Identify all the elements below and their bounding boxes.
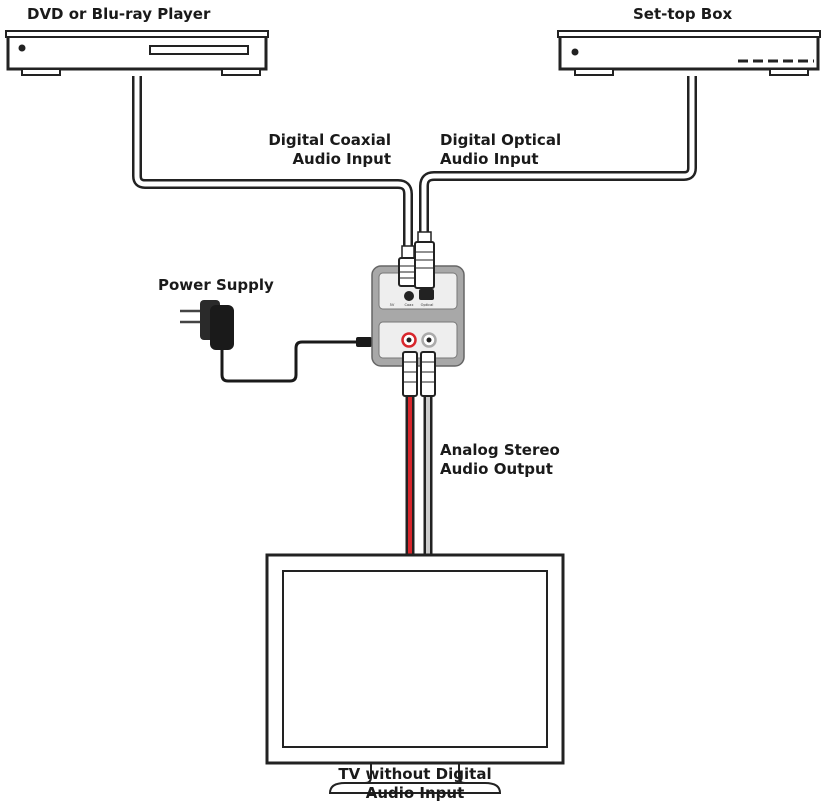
coaxial-input-label: Digital Coaxial Audio Input [248,131,391,169]
coax-plug [398,245,418,287]
settop-power-led-icon [571,48,579,56]
analog-output-label-line2: Audio Output [440,460,553,478]
optical-input-label-line2: Audio Input [440,150,539,168]
tv-label-line1: TV without Digital [338,765,492,783]
coaxial-input-label-line2: Audio Input [292,150,391,168]
settop-box-label: Set-top Box [633,5,733,23]
optical-jack-icon [419,289,434,300]
optical-plug [414,231,435,289]
dvd-power-led-icon [18,44,26,52]
power-supply-adapter [180,300,372,383]
dvd-player-label: DVD or Blu-ray Player [27,5,211,23]
analog-output-label-line1: Analog Stereo [440,441,560,459]
dvd-player-device [5,30,269,76]
power-supply-label: Power Supply [158,276,274,294]
tv-device [265,553,565,794]
port-label-optical: Optical [421,303,434,307]
coaxial-input-label-line1: Digital Coaxial [268,131,391,149]
tv-stand [328,782,502,794]
dc-plug-icon [356,337,372,347]
tv-label: TV without Digital Audio Input [315,765,515,803]
tv-screen [282,570,548,748]
tv-label-line2: Audio Input [365,784,465,802]
analog-output-label: Analog Stereo Audio Output [440,441,560,479]
rca-plugs [402,351,436,397]
port-label-5v: 5V [390,303,395,307]
coax-jack-icon [404,291,414,301]
settop-box-device [557,30,821,76]
optical-cable [419,76,697,236]
disc-tray-icon [149,45,249,55]
port-label-coax: Coax [404,303,414,307]
optical-input-label: Digital Optical Audio Input [440,131,561,169]
coaxial-cable [132,76,413,248]
optical-input-label-line1: Digital Optical [440,131,562,149]
